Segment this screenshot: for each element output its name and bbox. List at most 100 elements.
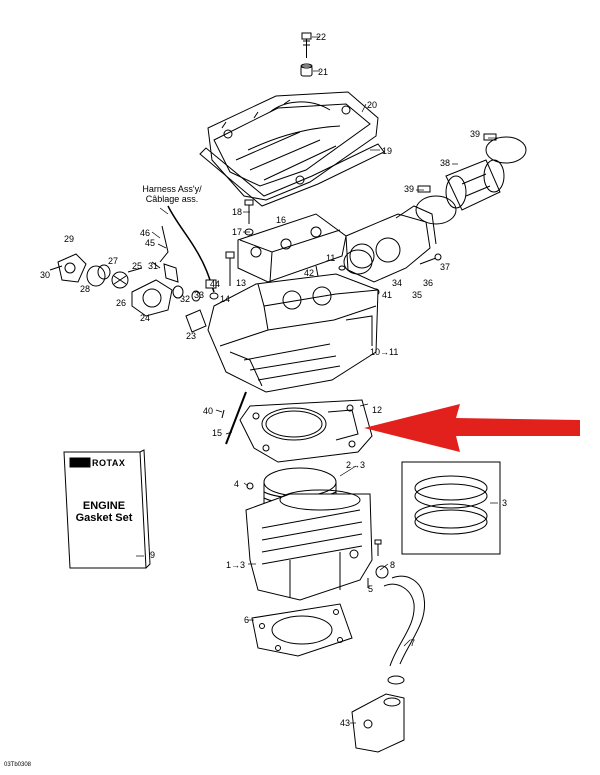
callout-17: 17 <box>232 227 243 237</box>
callout-34: 34 <box>392 278 403 288</box>
callout-33: 33 <box>194 290 205 300</box>
callout-16: 16 <box>276 215 287 225</box>
stud-15 <box>225 391 247 445</box>
gasket-28 <box>86 265 106 287</box>
callout-24: 24 <box>140 313 151 323</box>
pump-housing-24 <box>131 279 173 317</box>
ring-11 <box>338 265 346 271</box>
fitting-33 <box>191 290 201 302</box>
hose-clamp-39b <box>483 133 527 164</box>
callout-2-3: 2→3 <box>346 460 366 470</box>
bolt-18 <box>244 199 254 224</box>
callout-4: 4 <box>234 479 240 489</box>
clamp-8 <box>375 565 389 579</box>
callout-3: 3 <box>502 498 508 508</box>
base-gasket-6 <box>251 603 353 657</box>
washer-14 <box>209 292 219 300</box>
callout-44: 44 <box>210 279 221 289</box>
pin-42 <box>315 265 319 277</box>
impeller-26 <box>111 271 129 289</box>
callout-42: 42 <box>304 268 315 278</box>
callout-27: 27 <box>108 256 119 266</box>
seal-27 <box>97 264 111 280</box>
callout-41: 41 <box>382 290 393 300</box>
callout-9: 9 <box>150 550 156 560</box>
callout-20: 20 <box>367 100 378 110</box>
manual-title-line2: Gasket Set <box>75 512 133 524</box>
harness-clip-46 <box>159 225 169 263</box>
bolt-37 <box>419 253 442 265</box>
fitting-43 <box>351 693 405 753</box>
callout-30: 30 <box>40 270 51 280</box>
callout-39b: 39 <box>404 184 415 194</box>
camshaft-carrier-16 <box>237 213 347 283</box>
cylinder-head-10 <box>207 273 379 393</box>
bolt-5 <box>367 539 382 588</box>
cover-gasket-19 <box>199 143 385 207</box>
seal-cap-21 <box>300 63 313 77</box>
thermostat-housing-29 <box>57 253 87 283</box>
coolant-hose-7 <box>383 575 426 667</box>
callout-38: 38 <box>440 158 451 168</box>
drawing-reference-code: 03Tb0308 <box>4 762 32 768</box>
callout-40: 40 <box>203 406 214 416</box>
sensor-44 <box>205 279 217 289</box>
valve-cover-20 <box>207 91 379 201</box>
callout-46: 46 <box>140 228 151 238</box>
o-ring-36 <box>343 249 373 275</box>
callout-19: 19 <box>382 146 393 156</box>
callout-26: 26 <box>116 298 127 308</box>
callout-14: 14 <box>220 294 231 304</box>
intake-boot-38 <box>445 159 505 211</box>
callout-7: 7 <box>410 638 416 648</box>
clip-4 <box>246 482 254 490</box>
callout-11: 11 <box>326 253 336 263</box>
fitting-31 <box>151 261 161 269</box>
red-indicator-arrow <box>364 404 580 452</box>
callout-6: 6 <box>244 615 250 625</box>
bolt-25 <box>127 267 143 273</box>
callout-37: 37 <box>440 262 451 272</box>
dowel-40 <box>221 409 225 419</box>
gasket-set-booklet-9 <box>63 449 151 569</box>
callout-35: 35 <box>412 290 423 300</box>
hose-clamp-39a <box>415 185 457 225</box>
callout-5: 5 <box>368 584 374 594</box>
intake-manifold-34 <box>345 205 437 283</box>
sensor-45 <box>163 263 179 283</box>
callout-18: 18 <box>232 207 243 217</box>
hose-clamp-8b <box>387 675 405 685</box>
callout-29: 29 <box>64 234 75 244</box>
callout-1-3: 1→3 <box>226 560 246 570</box>
piston-rings-3 <box>401 461 501 555</box>
callout-45: 45 <box>145 238 156 248</box>
bolt-13 <box>225 251 235 286</box>
callout-23: 23 <box>186 331 197 341</box>
callout-25: 25 <box>132 261 143 271</box>
callout-28: 28 <box>80 284 91 294</box>
callout-32: 32 <box>180 294 191 304</box>
callout-15: 15 <box>212 428 223 438</box>
callout-43: 43 <box>340 718 351 728</box>
bolt-22 <box>301 32 312 58</box>
callout-39a: 39 <box>470 129 481 139</box>
callout-21: 21 <box>318 67 329 77</box>
callout-36: 36 <box>423 278 434 288</box>
o-ring-32 <box>172 285 184 299</box>
leader-lines <box>136 36 498 724</box>
harness-note-line1: Harness Ass'y/ <box>142 184 202 194</box>
bolt-30 <box>49 265 63 271</box>
rotax-logo: ROTAX <box>92 458 126 468</box>
cover-23 <box>185 309 207 333</box>
head-gasket-12 <box>239 399 373 463</box>
cylinder-1 <box>245 489 373 601</box>
manual-title-line1: ENGINE <box>82 500 126 512</box>
callout-8: 8 <box>390 560 396 570</box>
callout-31: 31 <box>148 261 159 271</box>
harness-note-line2: Câblage ass. <box>145 194 199 204</box>
callout-13: 13 <box>236 278 247 288</box>
callout-10-11: 10→11 <box>370 347 399 357</box>
callout-22: 22 <box>316 32 327 42</box>
callout-12: 12 <box>372 405 383 415</box>
